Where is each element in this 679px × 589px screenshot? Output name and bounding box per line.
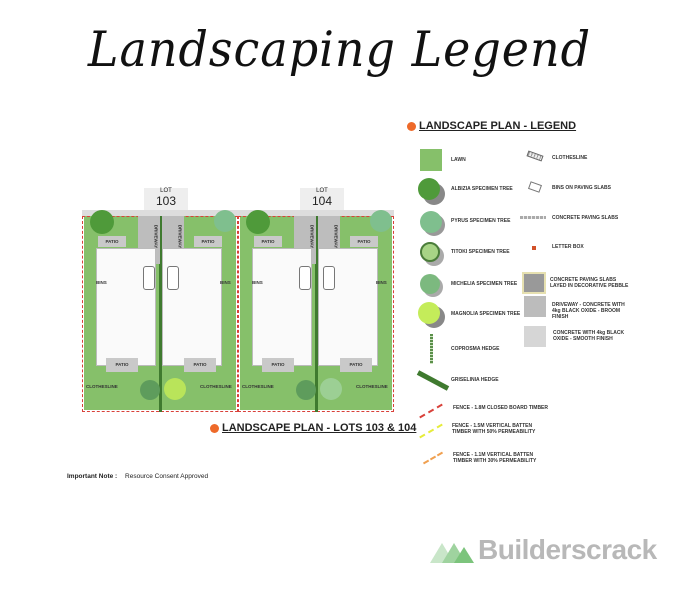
michelia-tree — [140, 380, 160, 400]
clothesline-label: CLOTHESLINE — [242, 384, 274, 389]
patio: PATIO — [184, 358, 216, 372]
car-icon — [143, 266, 155, 290]
fence-closed-board-icon — [419, 403, 443, 419]
smooth-concrete-icon — [524, 326, 546, 347]
griselinia-hedge-icon — [416, 370, 450, 391]
legend-label: MAGNOLIA SPECIMEN TREE — [451, 311, 521, 317]
legend-label: PYRUS SPECIMEN TREE — [451, 218, 511, 224]
driveway-concrete-icon — [524, 296, 546, 317]
legend-label: MICHELIA SPECIMEN TREE — [451, 281, 518, 287]
albizia-tree — [90, 210, 114, 234]
patio-label: PATIO — [105, 239, 119, 244]
patio: PATIO — [194, 236, 222, 247]
footpath — [82, 210, 394, 216]
magnolia-tree-icon — [418, 302, 440, 324]
car-icon — [323, 266, 335, 290]
patio: PATIO — [350, 236, 378, 247]
bins-label: BINS — [252, 280, 263, 285]
albizia-tree — [246, 210, 270, 234]
coprosma-hedge-icon — [430, 334, 433, 364]
magnolia-tree — [164, 378, 186, 400]
clothesline-label: CLOTHESLINE — [356, 384, 388, 389]
legend-label: CONCRETE PAVING SLABS LAYED IN DECORATIV… — [550, 277, 629, 289]
bins-label: BINS — [220, 280, 231, 285]
pyrus-tree-icon — [420, 211, 442, 233]
legend-label: FENCE - 1.8M CLOSED BOARD TIMBER — [453, 405, 549, 411]
patio-label: PATIO — [357, 239, 371, 244]
builderscrack-logo-icon — [430, 537, 474, 565]
lawn-swatch-icon — [420, 149, 442, 171]
brand-name: Builderscrack — [478, 534, 657, 565]
clothesline-label: CLOTHESLINE — [86, 384, 118, 389]
patio-label: PATIO — [261, 239, 275, 244]
car-icon — [167, 266, 179, 290]
pyrus-tree — [214, 210, 236, 232]
michelia-tree — [296, 380, 316, 400]
griselinia-hedge — [315, 216, 318, 412]
bins-label: BINS — [96, 280, 107, 285]
legend-label: BINS ON PAVING SLABS — [552, 185, 611, 191]
lot-number: 104 — [311, 194, 333, 208]
bullet-icon — [210, 424, 219, 433]
clothesline-label: CLOTHESLINE — [200, 384, 232, 389]
driveway-label: DRIVEWAY — [333, 224, 339, 249]
legend-label: FENCE - 1.5M VERTICAL BATTEN TIMBER WITH… — [452, 423, 536, 435]
patio: PATIO — [106, 358, 138, 372]
patio: PATIO — [98, 236, 126, 247]
driveway-label: DRIVEWAY — [153, 224, 159, 249]
bins-label: BINS — [376, 280, 387, 285]
page-title: Landscaping Legend — [87, 20, 592, 78]
car-icon — [299, 266, 311, 290]
patio-label: PATIO — [193, 362, 207, 367]
legend-label: LAWN — [451, 157, 466, 163]
fence-batten-30-icon — [422, 451, 444, 465]
patio: PATIO — [340, 358, 372, 372]
albizia-tree-icon — [418, 178, 440, 200]
titoki-tree — [320, 378, 342, 400]
bins-icon — [527, 181, 543, 193]
legend-label: DRIVEWAY - CONCRETE WITH 4kg BLACK OXIDE… — [552, 302, 625, 320]
michelia-tree-icon — [420, 274, 440, 294]
patio-label: PATIO — [271, 362, 285, 367]
important-note: Important Note : Resource Consent Approv… — [67, 473, 208, 480]
legend-label: LETTER BOX — [552, 244, 584, 250]
legend-label: COPROSMA HEDGE — [451, 346, 500, 352]
decorative-pebble-icon — [522, 272, 546, 294]
legend-label: ALBIZIA SPECIMEN TREE — [451, 186, 513, 192]
legend-label: CLOTHESLINE — [552, 155, 588, 161]
lot-number: 103 — [155, 194, 177, 208]
plan-heading: LANDSCAPE PLAN - LOTS 103 & 104 — [222, 422, 417, 434]
pyrus-tree — [370, 210, 392, 232]
legend-heading: LANDSCAPE PLAN - LEGEND — [419, 120, 577, 132]
legend-label: FENCE - 1.1M VERTICAL BATTEN TIMBER WITH… — [453, 452, 537, 464]
legend-label: CONCRETE PAVING SLABS — [552, 215, 619, 221]
driveway-label: DRIVEWAY — [309, 224, 315, 249]
legend-label: GRISELINIA HEDGE — [451, 377, 499, 383]
patio: PATIO — [262, 358, 294, 372]
clothesline-icon — [526, 150, 544, 162]
note-label: Important Note : — [67, 473, 118, 480]
legend-label: TITOKI SPECIMEN TREE — [451, 249, 510, 255]
note-text: Resource Consent Approved — [125, 473, 209, 480]
patio-label: PATIO — [349, 362, 363, 367]
lot-text: LOT — [316, 188, 328, 194]
bullet-icon — [407, 122, 416, 131]
patio-label: PATIO — [115, 362, 129, 367]
driveway-label: DRIVEWAY — [177, 224, 183, 249]
patio-label: PATIO — [201, 239, 215, 244]
legend-label: CONCRETE WITH 4kg BLACK OXIDE - SMOOTH F… — [553, 330, 625, 342]
letter-box-icon — [532, 246, 536, 250]
lot-text: LOT — [160, 188, 172, 194]
fence-batten-50-icon — [419, 423, 443, 439]
titoki-tree-icon — [420, 242, 440, 262]
paving-slabs-icon — [520, 216, 546, 219]
griselinia-hedge — [159, 216, 162, 412]
patio: PATIO — [254, 236, 282, 247]
